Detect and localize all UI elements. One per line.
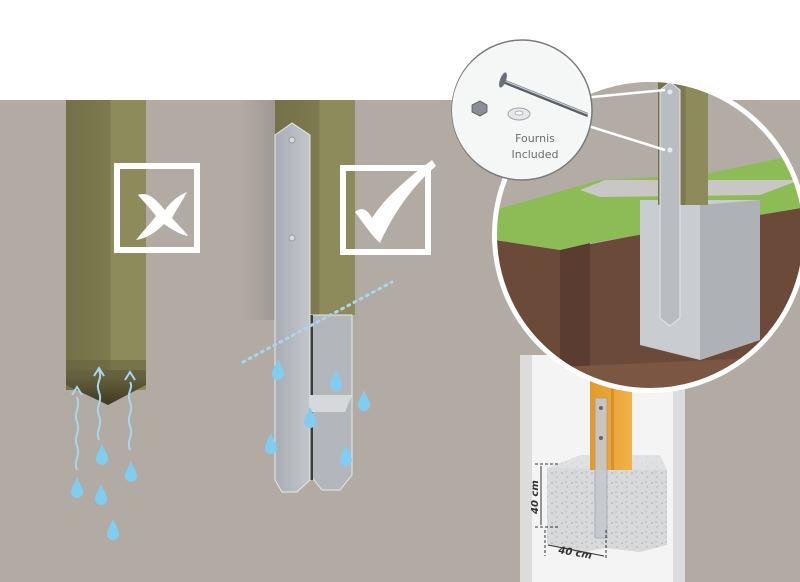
ground-level-line [241, 280, 394, 364]
included-label-line1: Fournis [515, 132, 555, 145]
check-mark-icon [340, 160, 436, 255]
h-anchor [274, 122, 353, 493]
inset-connector-lines [581, 88, 666, 152]
cross-mark-icon [114, 163, 200, 253]
nut-icon [471, 100, 488, 117]
water-wicking-arrows [71, 366, 136, 471]
bolt-icon [499, 72, 588, 122]
included-label-line2: Included [511, 148, 558, 161]
washer-icon [507, 107, 531, 121]
hardware-inset: Fournis Included [451, 39, 593, 181]
ground-cross-section [495, 80, 800, 390]
footing-diagram: 40 cm 40 cm [520, 355, 685, 582]
height-dimension-label: 40 cm [530, 480, 541, 515]
